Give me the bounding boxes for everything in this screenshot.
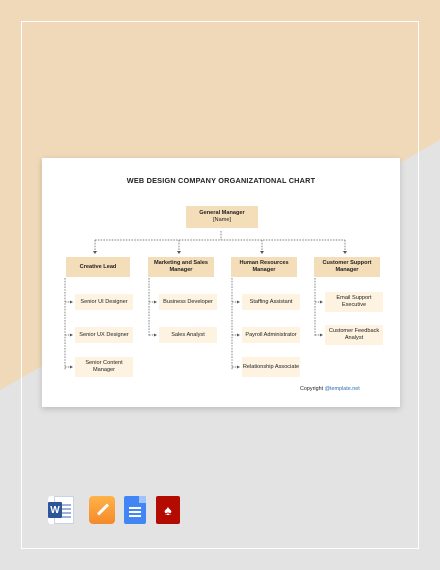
acrobat-symbol: ♠ bbox=[164, 502, 172, 518]
payroll-administrator-label: Payroll Administrator bbox=[245, 331, 297, 338]
senior-ui-designer-label: Senior UI Designer bbox=[80, 298, 128, 305]
staffing-assistant-label: Staffing Assistant bbox=[249, 298, 293, 305]
template-link[interactable]: @template.net bbox=[324, 386, 360, 392]
google-docs-icon[interactable] bbox=[124, 496, 146, 524]
hr-manager-node: Human Resources Manager bbox=[228, 254, 297, 277]
general-manager-node: General Manager [Name] bbox=[183, 203, 258, 228]
sales-analyst-node: Sales Analyst bbox=[156, 324, 217, 343]
pen-icon bbox=[96, 503, 110, 516]
page-fold bbox=[139, 496, 146, 503]
decorative-frame bbox=[21, 21, 419, 549]
chart-title: WEB DESIGN COMPANY ORGANIZATIONAL CHART bbox=[126, 176, 316, 185]
creative-lead-label: Creative Lead bbox=[79, 263, 117, 270]
email-support-executive-node: Email Support Executive bbox=[322, 289, 383, 312]
word-icon[interactable]: W bbox=[48, 496, 74, 524]
general-manager-label: General Manager bbox=[199, 210, 245, 216]
customer-support-manager-node: Customer Support Manager bbox=[311, 254, 380, 277]
org-chart-document: WEB DESIGN COMPANY ORGANIZATIONAL CHART bbox=[42, 158, 400, 407]
creative-lead-node: Creative Lead bbox=[63, 254, 130, 277]
business-developer-label: Business Developer bbox=[163, 298, 213, 305]
pdf-icon[interactable]: ♠ bbox=[156, 496, 180, 524]
marketing-sales-manager-label: Marketing and Sales Manager bbox=[153, 260, 209, 273]
general-manager-name: [Name] bbox=[212, 217, 232, 223]
customer-support-manager-label: Customer Support Manager bbox=[322, 260, 372, 273]
senior-content-manager-node: Senior Content Manager bbox=[72, 354, 133, 377]
senior-content-manager-label: Senior Content Manager bbox=[85, 360, 123, 373]
staffing-assistant-node: Staffing Assistant bbox=[239, 291, 300, 310]
relationship-associate-label: Relationship Associate bbox=[242, 363, 300, 370]
hr-manager-label: Human Resources Manager bbox=[239, 260, 289, 273]
sales-analyst-label: Sales Analyst bbox=[171, 331, 205, 338]
customer-feedback-analyst-node: Customer Feedback Analyst bbox=[322, 322, 383, 345]
relationship-associate-node: Relationship Associate bbox=[239, 354, 300, 377]
customer-feedback-analyst-label: Customer Feedback Analyst bbox=[328, 328, 380, 341]
payroll-administrator-node: Payroll Administrator bbox=[239, 324, 300, 343]
senior-ux-designer-node: Senior UX Designer bbox=[72, 324, 133, 343]
business-developer-node: Business Developer bbox=[156, 291, 217, 310]
senior-ux-designer-label: Senior UX Designer bbox=[79, 331, 129, 338]
word-badge: W bbox=[48, 502, 62, 518]
pages-icon[interactable] bbox=[89, 496, 115, 524]
copyright-text: Copyright bbox=[300, 386, 325, 392]
email-support-executive-label: Email Support Executive bbox=[336, 295, 372, 308]
copyright-notice: Copyright @template.net bbox=[300, 386, 360, 392]
marketing-sales-manager-node: Marketing and Sales Manager bbox=[145, 254, 214, 277]
senior-ui-designer-node: Senior UI Designer bbox=[72, 291, 133, 310]
connector-lines bbox=[64, 231, 347, 370]
